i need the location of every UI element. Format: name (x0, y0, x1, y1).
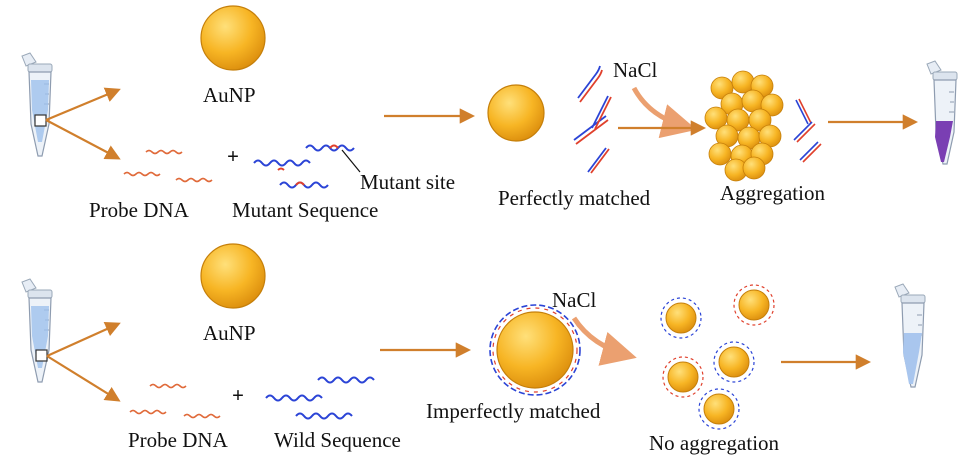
aunp-particle-icon-3 (200, 243, 266, 309)
imperfectly-matched-label: Imperfectly matched (426, 399, 601, 423)
result-tube-purple-icon (926, 60, 958, 165)
imperfect-matched-aunp-icon (489, 304, 581, 396)
dispersed-particles-icon (660, 284, 775, 430)
branch-arrow-down (45, 119, 121, 160)
aunp-particle-icon-2 (487, 84, 545, 142)
probe-dna-icon-2 (129, 383, 221, 419)
branch-arrow-down-2 (46, 355, 121, 402)
probe-dna-icon (123, 149, 213, 183)
aunp-label: AuNP (203, 83, 256, 107)
mutant-sequence-icon (253, 144, 355, 189)
perfectly-matched-label: Perfectly matched (498, 186, 651, 210)
nacl-curved-arrow-2 (571, 316, 637, 366)
aunp-label-2: AuNP (203, 321, 256, 345)
matched-duplex-dna-icon (573, 65, 612, 174)
bottom-row: AuNP Probe DNA + Wild Sequence NaCl Impe… (21, 243, 926, 455)
aggregated-particles-icon (704, 70, 784, 182)
top-row: AuNP Probe DNA + Mutant site Mutant Sequ… (21, 5, 958, 222)
mutant-site-label: Mutant site (360, 170, 455, 194)
no-aggregation-label: No aggregation (649, 431, 780, 455)
aggregation-label: Aggregation (720, 181, 825, 205)
branch-arrow-up-2 (46, 322, 121, 358)
plus-sign-2: + (232, 383, 244, 407)
sample-tube-icon (21, 52, 53, 157)
probe-dna-label-2: Probe DNA (128, 428, 229, 452)
mutant-sequence-label: Mutant Sequence (232, 198, 378, 222)
branch-arrow-up (45, 87, 121, 122)
mutant-site-pointer (341, 149, 361, 173)
aunp-particle-icon (200, 5, 266, 71)
nacl-label-2: NaCl (552, 288, 596, 312)
result-tube-blue-icon (894, 283, 926, 388)
wild-sequence-icon (265, 376, 375, 420)
probe-dna-label: Probe DNA (89, 198, 190, 222)
released-dna-icon (793, 98, 822, 163)
nacl-label: NaCl (613, 58, 657, 82)
sample-tube-icon-2 (21, 278, 53, 383)
nacl-curved-arrow (631, 86, 697, 139)
wild-sequence-label: Wild Sequence (274, 428, 401, 452)
plus-sign: + (227, 144, 239, 168)
